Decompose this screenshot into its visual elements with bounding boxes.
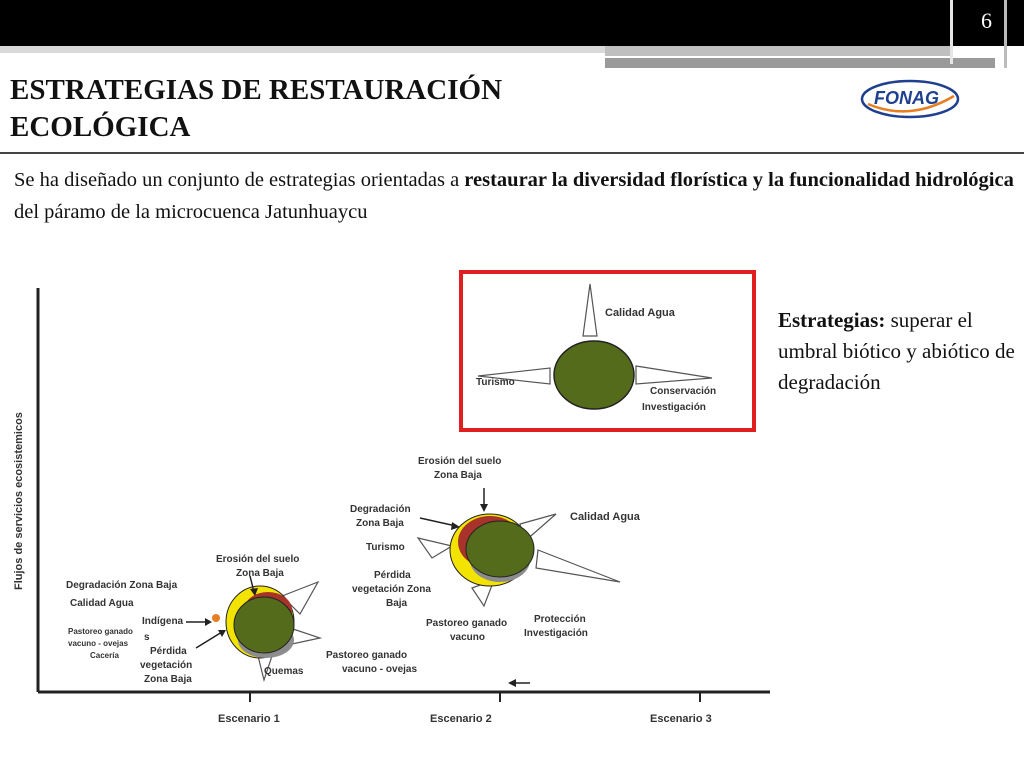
logo-text: FONAG <box>874 88 939 108</box>
s1-triangle-lower <box>289 627 323 645</box>
s1-pastoreo-r-label: Pastoreo ganado <box>326 650 407 661</box>
s3-turismo-label: Turismo <box>476 377 515 388</box>
s1-arrow-perdida <box>195 631 223 649</box>
s1-caceria-label: Cacería <box>90 651 119 660</box>
scenario-1-label: Escenario 1 <box>218 713 280 725</box>
intro-text-1: Se ha diseñado un conjunto de estrategia… <box>14 169 465 191</box>
s1-degradacion-label: Degradación Zona Baja <box>66 580 178 591</box>
s2-degradacion-label: Degradación <box>350 504 411 515</box>
title-underline <box>0 152 1024 154</box>
s1-calidad-label: Calidad Agua <box>70 598 134 609</box>
s2-perdida-label-3: Baja <box>386 598 408 609</box>
s2-arrowhead <box>451 522 460 530</box>
strategy-text: Estrategias: superar el umbral biótico y… <box>778 305 1018 398</box>
title-line-1: ESTRATEGIAS DE RESTAURACIÓN <box>10 74 503 106</box>
s2-proteccion-label: Protección <box>534 614 586 625</box>
page-number: 6 <box>981 8 992 33</box>
s2-erosion-label: Erosión del suelo <box>418 456 501 467</box>
s1-arrowhead <box>218 630 226 637</box>
scenario-3-box <box>459 270 756 432</box>
conservacion-triangle <box>635 365 713 385</box>
scenario-3-circle <box>553 340 635 410</box>
s1-green-circle <box>233 596 295 654</box>
s2-pastoreo-label: Pastoreo ganado <box>426 618 507 629</box>
s2-turismo-label: Turismo <box>366 542 405 553</box>
scenario-3-label: Escenario 3 <box>650 713 712 725</box>
decor-bar <box>605 58 995 68</box>
decor-line <box>950 0 953 64</box>
intro-bold: restaurar la diversidad florística y la … <box>464 169 1014 191</box>
strategy-body: superar el umbral biótico y abiótico de … <box>778 308 1015 394</box>
s1-erosion-label: Erosión del suelo <box>216 554 299 565</box>
scenario-diagram: Flujos de servicios ecosistemicos Escena… <box>13 270 770 725</box>
s1-pastoreo-label-2: vacuno - ovejas <box>68 639 129 648</box>
s2-degradacion-zone-label: Zona Baja <box>356 518 404 529</box>
top-bar <box>0 0 1024 46</box>
s1-pastoreo-r-label-2: vacuno - ovejas <box>342 664 417 675</box>
s2-investigacion-label: Investigación <box>524 628 588 639</box>
s1-pastoreo-s: s <box>144 632 150 643</box>
s1-perdida-label-2: vegetación <box>140 660 192 671</box>
s1-erosion-zone-label: Zona Baja <box>236 568 284 579</box>
s2-turismo-triangle <box>416 537 454 559</box>
s3-calidad-label: Calidad Agua <box>605 307 676 319</box>
s2-perdida-label: Pérdida <box>374 570 411 581</box>
intro-text-2: del páramo de la microcuenca Jatunhuaycu <box>14 201 368 223</box>
s1-indigena-label: Indígena <box>142 616 184 627</box>
y-axis-label: Flujos de servicios ecosistemicos <box>13 412 25 590</box>
s2-calidad-label: Calidad Agua <box>570 511 641 523</box>
decor-bar <box>605 46 950 56</box>
s2-erosion-zone-label: Zona Baja <box>434 470 482 481</box>
intro-paragraph: Se ha diseñado un conjunto de estrategia… <box>14 164 1014 228</box>
calidad-triangle <box>582 283 598 337</box>
title-line-2: ECOLÓGICA <box>10 111 191 143</box>
s3-conservacion-label: Conservación <box>650 386 716 397</box>
fonag-logo: FONAG <box>860 79 960 119</box>
scenario-2-label: Escenario 2 <box>430 713 492 725</box>
s3-investigacion-label: Investigación <box>642 402 706 413</box>
s1-quemas-label: Quemas <box>264 666 304 677</box>
s2-arrowhead <box>480 504 488 512</box>
s1-perdida-label-3: Zona Baja <box>144 674 192 685</box>
trend-arrowhead <box>508 679 516 687</box>
s1-orange-dot <box>212 614 220 622</box>
s1-pastoreo-label: Pastoreo ganado <box>68 627 133 636</box>
decor-line <box>1004 0 1007 68</box>
s2-arrow-degradacion <box>419 517 457 527</box>
s1-arrowhead <box>205 618 212 626</box>
turismo-triangle <box>477 367 551 385</box>
s2-calidad-triangle-2 <box>535 549 621 583</box>
strategy-label: Estrategias: <box>778 308 886 332</box>
s2-green-circle <box>465 520 535 578</box>
s1-arrowhead <box>250 588 258 596</box>
decor-bar <box>0 46 605 53</box>
slide-title: ESTRATEGIAS DE RESTAURACIÓN ECOLÓGICA <box>10 72 610 146</box>
s2-perdida-label-2: vegetación Zona <box>352 584 431 595</box>
s2-pastoreo-label-2: vacuno <box>450 632 485 643</box>
s1-perdida-label: Pérdida <box>150 646 187 657</box>
